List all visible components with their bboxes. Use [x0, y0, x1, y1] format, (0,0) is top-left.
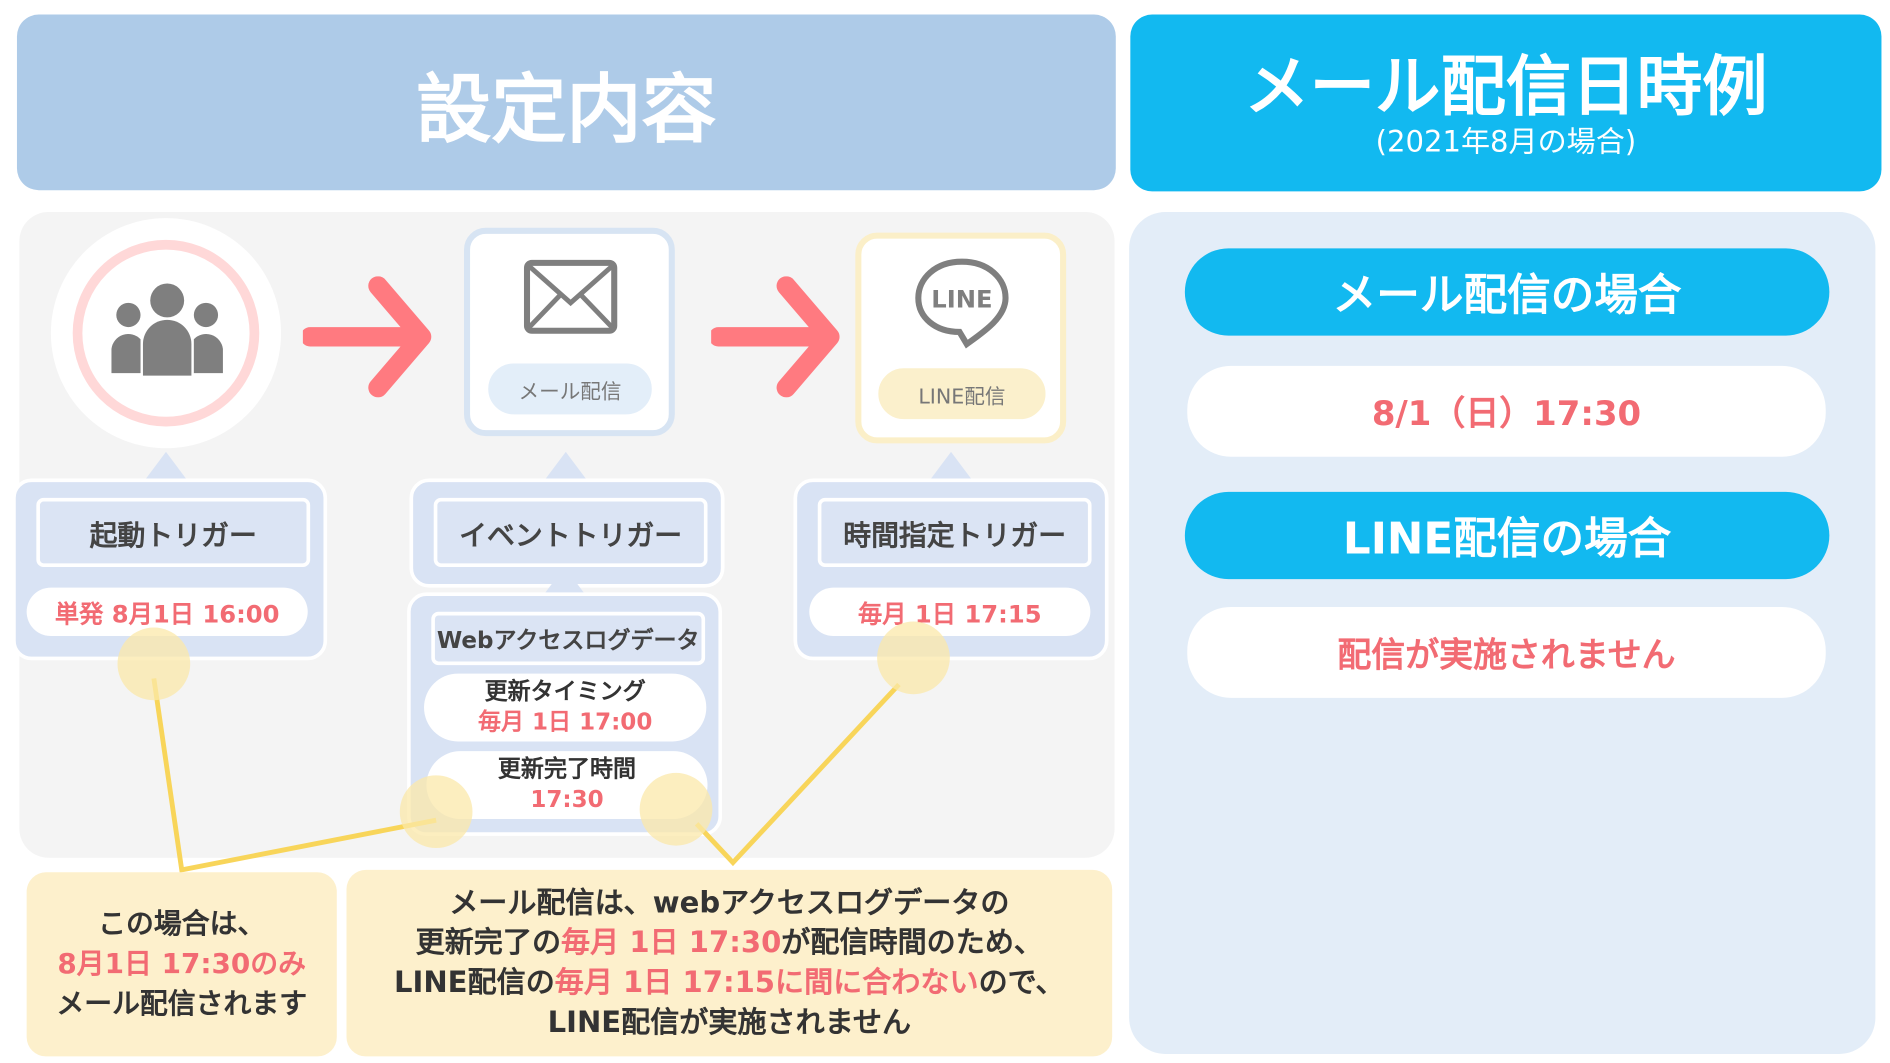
note-right: メール配信は、webアクセスログデータの 更新完了の毎月 1日 17:30が配信… [346, 869, 1113, 1057]
update-done: 更新完了時間 17:30 [426, 751, 708, 819]
settings-header: 設定内容 [16, 14, 1116, 191]
mail-example-heading: メール配信の場合 [1184, 248, 1830, 336]
note-highlight: 毎月 1日 17:30 [561, 925, 782, 960]
mail-example-value: 8/1（日）17:30 [1187, 365, 1826, 457]
line-example-heading: LINE配信の場合 [1184, 491, 1830, 580]
note-text: LINE配信が実施されません [547, 1005, 912, 1040]
note-text: ので、 [978, 965, 1065, 1000]
callout-pointer [929, 451, 973, 481]
time-trigger-label: 時間指定トリガー [817, 497, 1092, 567]
update-timing-label: 更新タイミング [484, 678, 646, 706]
example-subtitle: (2021年8月の場合) [1375, 124, 1637, 159]
note-text: この場合は、 [98, 908, 266, 940]
people-group-icon [111, 283, 223, 376]
start-trigger-label: 起動トリガー [36, 497, 311, 567]
note-line: 更新完了の毎月 1日 17:30が配信時間のため、 [346, 923, 1112, 963]
line-logo-icon: LINE [915, 258, 1009, 349]
arrow-right-icon [711, 276, 840, 398]
update-done-label: 更新完了時間 [497, 755, 637, 783]
example-title: メール配信日時例 [1244, 48, 1768, 125]
example-header: メール配信日時例 (2021年8月の場合) [1130, 14, 1882, 192]
highlight-marker [117, 627, 191, 701]
envelope-icon [523, 259, 618, 334]
note-highlight: 8月1日 17:30のみ [57, 947, 307, 980]
note-text: 更新完了の [415, 925, 562, 960]
start-trigger-value: 単発 8月1日 16:00 [26, 587, 308, 637]
update-timing-value: 毎月 1日 17:00 [477, 708, 653, 736]
event-trigger-label: イベントトリガー [433, 497, 708, 567]
svg-text:LINE: LINE [931, 286, 992, 314]
note-text: が配信時間のため、 [781, 925, 1043, 960]
mail-channel-label: メール配信 [484, 359, 656, 418]
callout-pointer [144, 451, 188, 481]
data-source-label: Webアクセスログデータ [431, 611, 706, 666]
note-left: この場合は、 8月1日 17:30のみ メール配信されます [26, 872, 337, 1057]
time-trigger-value: 毎月 1日 17:15 [809, 587, 1091, 637]
callout-pointer [542, 566, 587, 597]
update-done-value: 17:30 [530, 786, 604, 813]
arrow-right-icon [302, 276, 432, 398]
note-highlight: 毎月 1日 17:15に間に合わない [554, 965, 979, 1000]
highlight-marker [639, 772, 713, 846]
highlight-marker [399, 775, 473, 849]
note-line: LINE配信の毎月 1日 17:15に間に合わないので、 [346, 963, 1112, 1003]
line-example-value: 配信が実施されません [1187, 606, 1826, 698]
callout-pointer [543, 451, 588, 481]
settings-title: 設定内容 [416, 64, 717, 154]
note-text: LINE配信の [394, 965, 555, 1000]
update-timing: 更新タイミング 毎月 1日 17:00 [424, 673, 707, 742]
note-text: メール配信されます [56, 987, 308, 1020]
line-channel-label: LINE配信 [874, 364, 1050, 423]
highlight-marker [877, 621, 950, 695]
note-text: メール配信は、webアクセスログデータの [449, 885, 1010, 920]
